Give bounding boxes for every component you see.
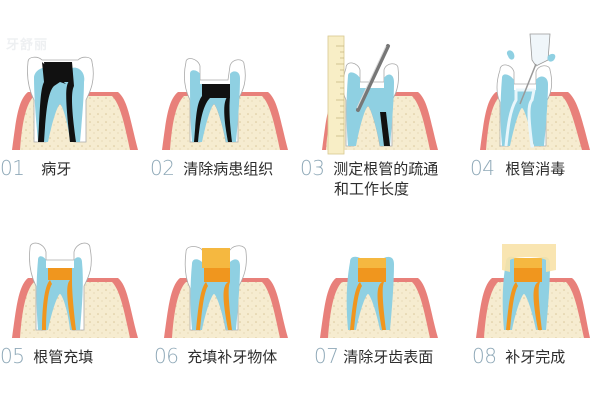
step-number: 03	[300, 156, 325, 180]
step-caption: 03 测定根管的疏通 和工作长度	[300, 158, 450, 199]
step-04: 04 根管消毒	[450, 0, 600, 200]
step-number: 07	[314, 344, 339, 368]
step-caption: 04 根管消毒	[450, 158, 600, 179]
restoration-complete-illustration	[476, 244, 590, 338]
step-label: 补牙完成	[505, 348, 566, 366]
step-number: 08	[472, 344, 497, 368]
step-number: 05	[0, 344, 25, 368]
step-07: 07 清除牙齿表面	[300, 200, 450, 400]
step-label: 清除牙齿表面	[343, 348, 434, 366]
step-label: 根管充填	[33, 348, 94, 366]
step-label-line2: 和工作长度	[334, 180, 410, 198]
step-03: 03 测定根管的疏通 和工作长度	[300, 0, 450, 200]
step-01: 01 病牙	[0, 0, 150, 200]
step-02: 02 清除病患组织	[150, 0, 300, 200]
step-caption: 08 补牙完成	[450, 346, 600, 367]
step-caption: 07 清除牙齿表面	[300, 346, 450, 367]
diseased-tooth-illustration	[12, 56, 138, 150]
step-caption: 06 充填补牙物体	[150, 346, 300, 367]
step-number: 01	[0, 156, 25, 180]
fill-restoration-illustration	[164, 245, 288, 338]
step-label: 根管消毒	[505, 160, 566, 178]
measure-canal-length-illustration	[322, 35, 438, 155]
step-caption: 05 根管充填	[0, 346, 150, 367]
step-label: 测定根管的疏通	[333, 160, 439, 178]
step-caption: 01 病牙	[0, 158, 150, 179]
step-08: 08 补牙完成	[450, 200, 600, 400]
step-05: 05 根管充填	[0, 200, 150, 400]
step-number: 04	[470, 156, 495, 180]
step-caption: 02 清除病患组织	[150, 158, 300, 179]
step-number: 02	[150, 156, 175, 180]
step-06: 06 充填补牙物体	[150, 200, 300, 400]
watermark-logo: 牙舒丽	[6, 38, 49, 53]
step-label: 充填补牙物体	[187, 348, 278, 366]
canal-disinfection-illustration	[480, 33, 590, 150]
remove-infected-tissue-illustration	[162, 58, 288, 150]
step-label: 清除病患组织	[183, 160, 274, 178]
clean-tooth-surface-illustration	[320, 256, 438, 338]
step-label: 病牙	[41, 160, 72, 178]
canal-filling-illustration	[12, 242, 138, 338]
step-number: 06	[154, 344, 179, 368]
